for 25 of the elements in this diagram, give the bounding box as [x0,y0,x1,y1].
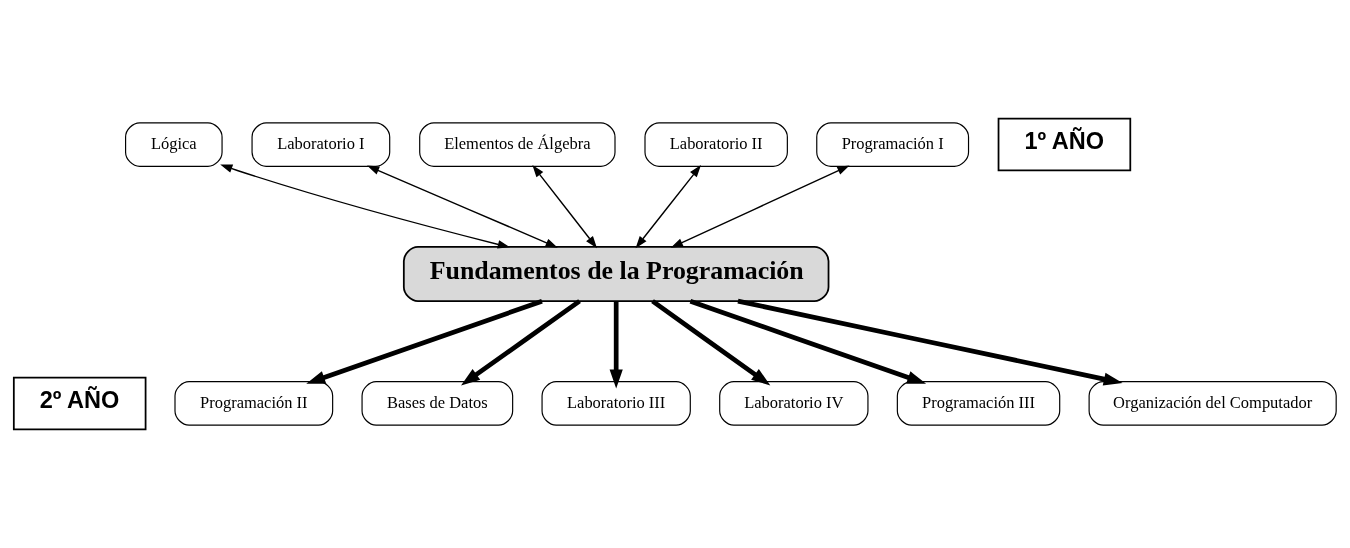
node-box: Organización del Computador [1088,381,1337,426]
node-box: Lógica [125,122,223,167]
arrow [651,299,771,386]
node-box: Programación III [896,381,1061,426]
node-box: Laboratorio II [644,122,788,167]
arrow [609,301,623,389]
node-box: 2º AÑO [12,376,147,431]
arrow [306,298,543,384]
node-box: Fundamentos de la Programación [402,246,830,302]
arrow [461,299,581,386]
node-box: Bases de Datos [361,381,514,426]
node-box: 1º AÑO [997,117,1132,172]
node-box: Elementos de Álgebra [419,122,616,167]
arrow [220,164,510,249]
node-box: Laboratorio III [541,381,691,426]
node-box: Programación I [816,122,970,167]
arrow [689,298,927,384]
arrow [737,298,1123,386]
arrow [670,165,850,248]
arrow [635,165,701,249]
node-box: Programación II [174,381,334,426]
node-box: Laboratorio IV [719,381,869,426]
node-box: Laboratorio I [251,122,391,167]
arrow [367,165,558,248]
arrow [532,165,598,249]
